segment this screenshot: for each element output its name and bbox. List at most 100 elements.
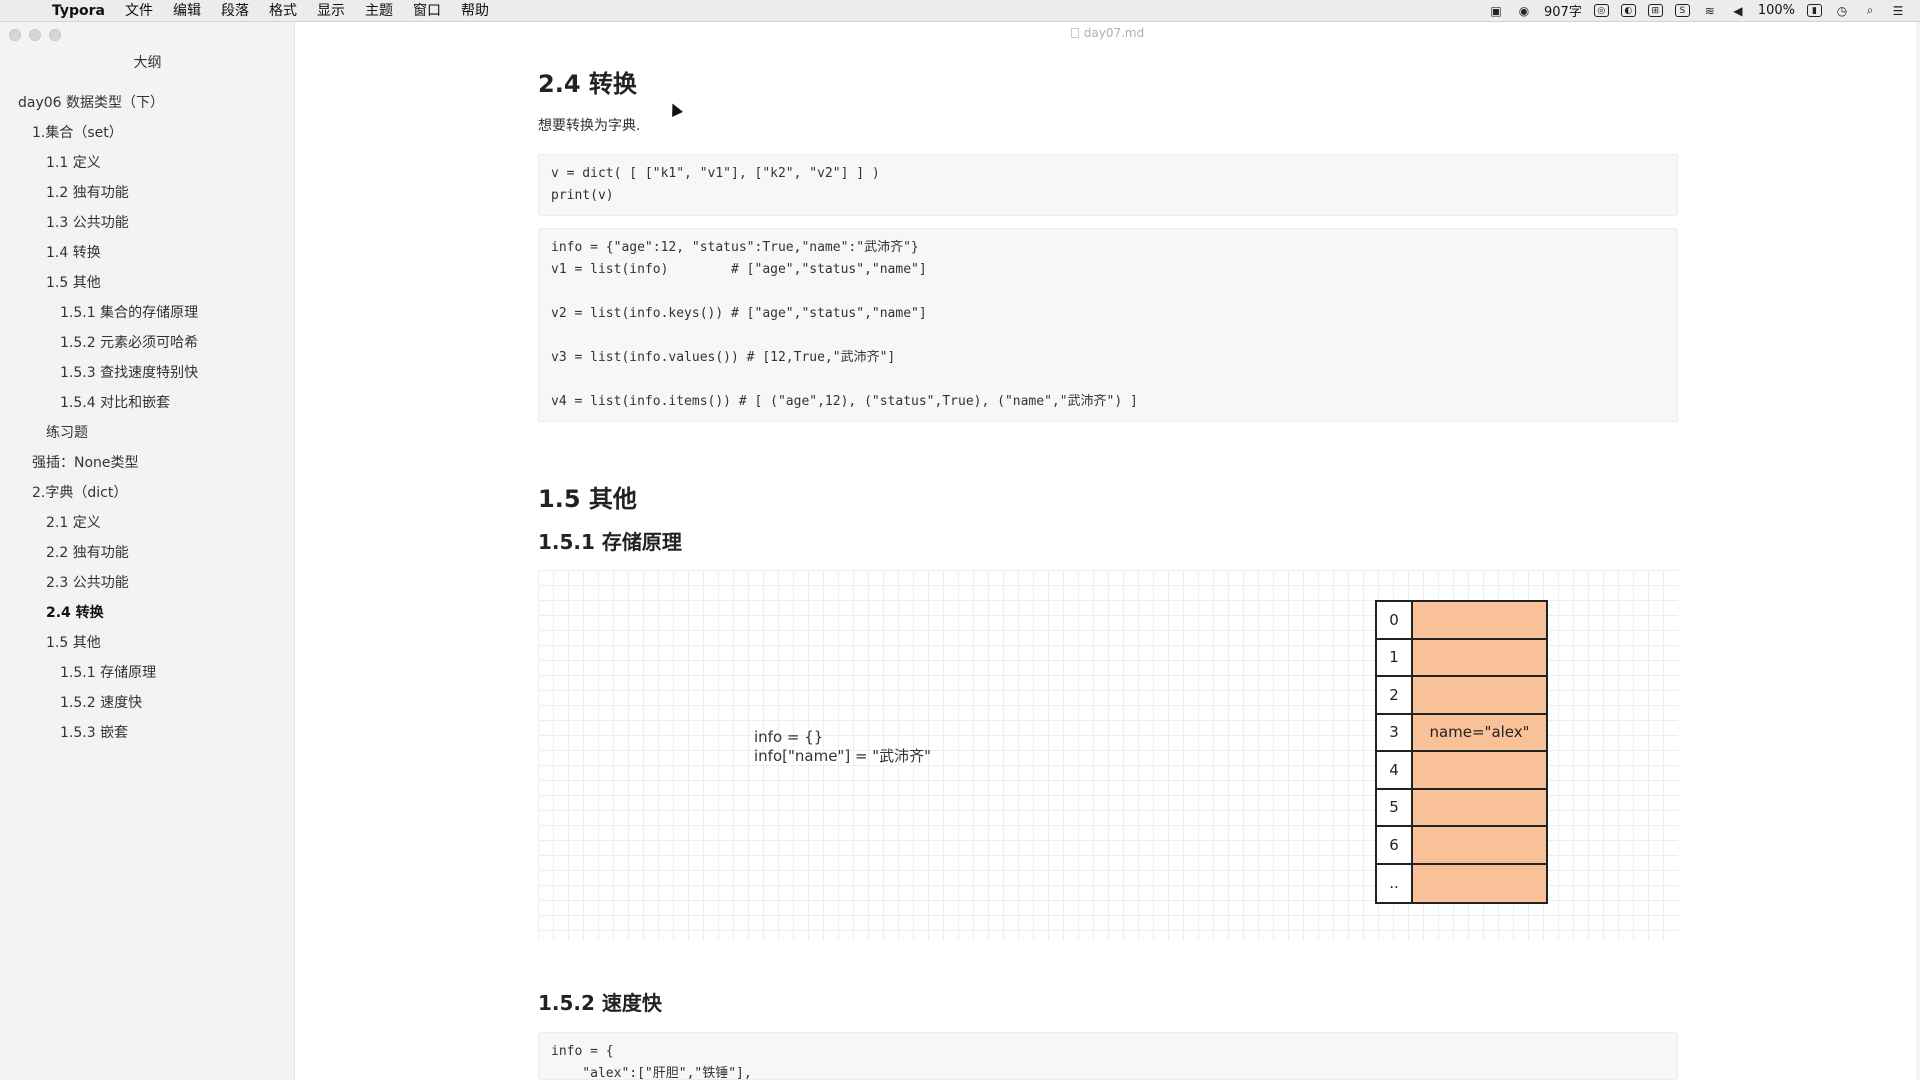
hash-slot [1413,677,1546,713]
wechat-icon[interactable]: ◉ [1518,3,1530,18]
menu-format[interactable]: 格式 [269,2,298,19]
outline-item[interactable]: 1.5.2 速度快 [60,695,143,711]
outline-item[interactable]: 1.5.3 查找速度特别快 [60,365,199,381]
menu-file[interactable]: 文件 [125,2,154,19]
hash-table-row: 1 [1377,639,1546,677]
hash-table-row: 6 [1377,827,1546,865]
battery-icon[interactable]: ▮ [1807,4,1822,17]
minimize-window-button[interactable] [29,29,41,41]
paragraph-convert[interactable]: 想要转换为字典. [538,118,641,134]
outline-item[interactable]: 强插：None类型 [32,455,139,471]
document-title: day07.md [295,26,1920,40]
file-icon [1070,28,1079,38]
diagram-code-text: info = {} info["name"] = "武沛齐" [754,728,931,766]
hash-slot [1413,827,1546,863]
code-line [551,325,1665,347]
hash-slot [1413,864,1546,902]
close-window-button[interactable] [9,29,21,41]
sync-tray-icon[interactable]: S [1674,4,1690,17]
hash-slot [1413,602,1546,638]
diagram-code-line: info["name"] = "武沛齐" [754,747,932,765]
word-count[interactable]: 907字 [1544,5,1582,20]
menu-bar: Typora 文件 编辑 段落 格式 显示 主题 窗口 帮助 ▣ ◉ 907字 … [0,0,1920,22]
code-line: v3 = list(info.values()) # [12,True,"武沛齐… [551,350,896,365]
input-tray-icon[interactable]: ◐ [1620,4,1636,17]
code-line: v4 = list(info.items()) # [ ("age",12), … [551,394,1138,409]
diagram-code-line: info = {} [754,728,824,746]
outline-item[interactable]: 1.5.1 集合的存储原理 [60,305,199,321]
editor-scrollbar[interactable] [1916,22,1920,1080]
hash-slot [1413,752,1546,788]
hash-table-row: 2 [1377,677,1546,715]
menu-view[interactable]: 显示 [317,2,346,19]
hash-index: 1 [1377,639,1413,675]
outline-item[interactable]: 2.4 转换 [46,605,104,621]
menu-help[interactable]: 帮助 [461,2,490,19]
outline-item[interactable]: 1.5 其他 [46,275,101,291]
code-block-nested[interactable]: info = { "alex":["肝胆","铁锤"], [538,1032,1678,1080]
spotlight-search-icon[interactable]: ⌕ [1866,3,1874,17]
zoom-window-button[interactable] [49,29,61,41]
outline-item[interactable]: 1.2 独有功能 [46,185,129,201]
menu-paragraph[interactable]: 段落 [221,2,250,19]
outline-item[interactable]: 练习题 [46,425,88,441]
code-block-dict[interactable]: v = dict( [ ["k1", "v1"], ["k2", "v2"] ]… [538,154,1678,216]
status-tray: ▣ ◉ 907字 ◎ ◐ ⊞ S ≋ ◀ 100% ▮ ◷ ⌕ ☰ [1488,1,1920,20]
menu-window[interactable]: 窗口 [413,2,442,19]
typora-window: 大纲 day06 数据类型（下） 1.集合（set） 1.1 定义 1.2 独有功能 1… [0,22,1920,1080]
outline-title: 大纲 [133,55,162,71]
hash-index: .. [1377,864,1413,902]
code-block-list[interactable]: info = {"age":12, "status":True,"name":"… [538,228,1678,422]
screen-record-icon[interactable]: ▣ [1490,3,1502,18]
code-line: v1 = list(info) # ["age","status","name"… [551,262,927,277]
volume-icon[interactable]: ◀ [1733,3,1743,18]
hash-index: 3 [1377,714,1413,750]
outline-item[interactable]: 1.集合（set） [32,125,123,141]
heading-speed[interactable]: 1.5.2 速度快 [538,991,662,1015]
wifi-icon[interactable]: ≋ [1704,3,1715,18]
outline-item[interactable]: 2.3 公共功能 [46,575,129,591]
window-controls [9,29,61,41]
outline-item[interactable]: 1.5.4 对比和嵌套 [60,395,171,411]
outline-item[interactable]: 1.3 公共功能 [46,215,129,231]
heading-other[interactable]: 1.5 其他 [538,485,637,513]
hash-index: 6 [1377,827,1413,863]
code-line: print(v) [551,188,614,203]
code-line: info = { [551,1044,614,1059]
outline-item[interactable]: 2.2 独有功能 [46,545,129,561]
time-machine-icon[interactable]: ◷ [1836,3,1848,18]
battery-percent: 100% [1757,3,1795,18]
code-line: info = {"age":12, "status":True,"name":"… [551,240,919,255]
outline-item[interactable]: 1.5.1 存储原理 [60,665,157,681]
outline-item[interactable]: 1.1 定义 [46,155,101,171]
outline-item[interactable]: 1.5.2 元素必须可哈希 [60,335,199,351]
code-line [551,281,1665,303]
outline-list: day06 数据类型（下） 1.集合（set） 1.1 定义 1.2 独有功能 1.3 … [0,88,295,748]
outline-item[interactable]: day06 数据类型（下） [18,95,165,111]
hash-slot [1413,789,1546,825]
menu-app-typora[interactable]: Typora [52,2,106,19]
hash-table-row: 5 [1377,789,1546,827]
app-tray-icon[interactable]: ◎ [1593,4,1609,17]
grid-tray-icon[interactable]: ⊞ [1647,4,1663,17]
hash-slot [1413,639,1546,675]
menu-theme[interactable]: 主题 [365,2,394,19]
outline-item[interactable]: 1.5.3 嵌套 [60,725,129,741]
outline-item[interactable]: 1.4 转换 [46,245,101,261]
heading-storage-principle[interactable]: 1.5.1 存储原理 [538,530,682,554]
hash-slot: name="alex" [1413,714,1546,750]
code-line: v2 = list(info.keys()) # ["age","status"… [551,306,927,321]
menu-edit[interactable]: 编辑 [173,2,202,19]
outline-item[interactable]: 2.1 定义 [46,515,101,531]
outline-item[interactable]: 1.5 其他 [46,635,101,651]
outline-item[interactable]: 2.字典（dict） [32,485,128,501]
heading-convert[interactable]: 2.4 转换 [538,70,637,98]
outline-sidebar: 大纲 day06 数据类型（下） 1.集合（set） 1.1 定义 1.2 独有功能 1… [0,22,295,1080]
hash-table-row: 0 [1377,602,1546,640]
code-line: "alex":["肝胆","铁锤"], [551,1066,752,1080]
hash-table-row: .. [1377,864,1546,902]
notification-center-icon[interactable]: ☰ [1892,3,1904,18]
